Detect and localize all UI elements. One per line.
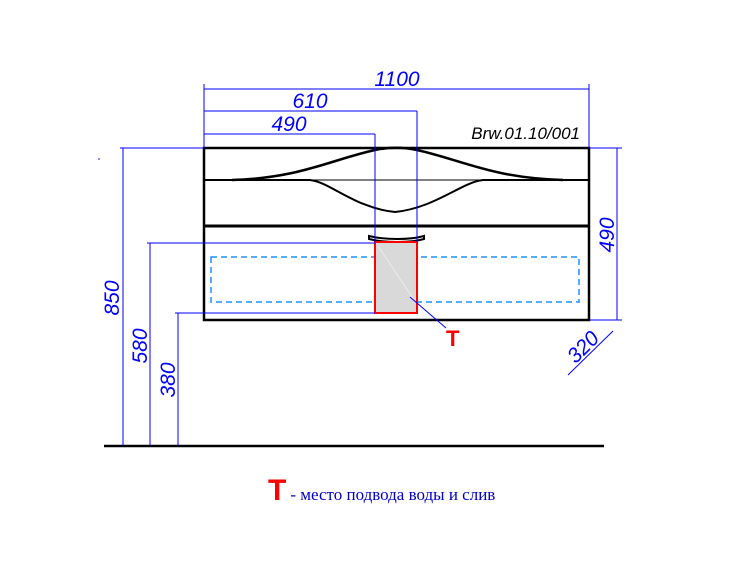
pipe-marker: T — [446, 326, 460, 351]
dimension-lines — [120, 84, 622, 446]
legend-symbol: T — [268, 474, 287, 507]
dim-490-horizontal: 490 — [271, 113, 306, 136]
stray-dot — [98, 158, 100, 160]
dim-850: 850 — [101, 280, 124, 315]
basin-top-curve — [231, 146, 564, 182]
basin-bottom-curve — [204, 179, 589, 214]
dim-320-depth: 320 — [563, 327, 604, 368]
pipe-zone-diagonal — [377, 245, 415, 301]
cabinet — [202, 146, 591, 322]
drawer-handle — [368, 234, 425, 243]
dim-1100: 1100 — [374, 68, 419, 91]
model-code: Brw.01.10/001 — [471, 124, 580, 143]
pipe-zone — [374, 241, 418, 314]
dim-380: 380 — [157, 362, 180, 397]
pipe-leader-line — [409, 296, 447, 329]
legend-text: - место подвода воды и слив — [290, 485, 496, 504]
dim-580: 580 — [129, 328, 152, 363]
dim-610: 610 — [292, 90, 327, 113]
legend: T - место подвода воды и слив — [268, 474, 495, 508]
dim-490-vertical: 490 — [596, 217, 619, 252]
